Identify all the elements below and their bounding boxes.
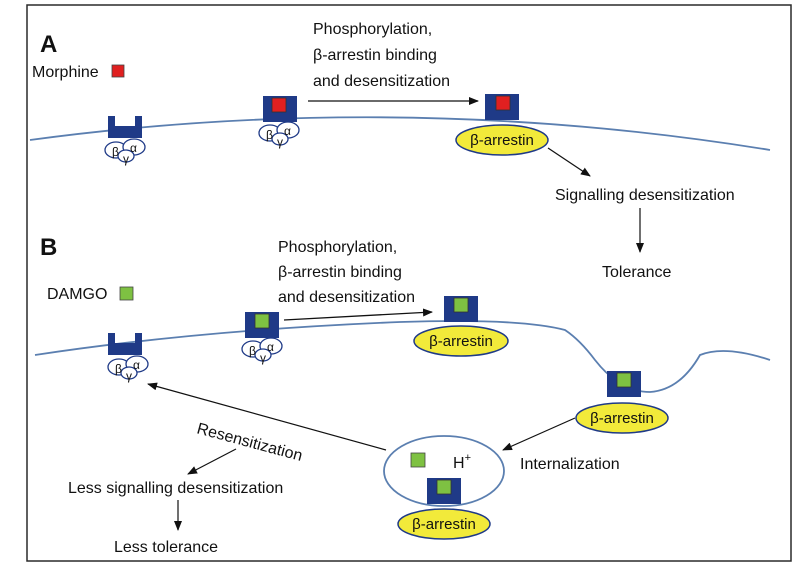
- panel-b: B DAMGO β α γ β α γ Phosphorylation, β-a…: [34, 234, 771, 556]
- arrestin-ellipse-b3: [397, 508, 491, 540]
- svg-text:α: α: [130, 141, 137, 155]
- arrestin-label-b3: β-arrestin: [412, 516, 476, 533]
- arrow-internalization: [502, 417, 576, 451]
- svg-text:β: β: [266, 128, 273, 142]
- morphine-legend-square: [111, 64, 125, 78]
- g-protein-a1: β α γ: [104, 138, 146, 166]
- step-line-1-b: Phosphorylation,: [278, 239, 397, 256]
- g-protein-a2: β α γ: [258, 121, 300, 149]
- svg-text:γ: γ: [123, 152, 129, 166]
- proton-label: H+: [453, 452, 471, 472]
- arrestin-label-a: β-arrestin: [470, 132, 534, 149]
- receptor-morphine-bound: [263, 96, 297, 122]
- step-line-3-a: and desensitization: [313, 73, 450, 90]
- panel-a: A Morphine β α γ β α γ Phosphorylation, …: [29, 21, 771, 281]
- panel-a-letter: A: [40, 31, 57, 58]
- less-signalling-label: Less signalling desensitization: [68, 480, 283, 497]
- svg-text:γ: γ: [126, 369, 132, 383]
- morphine-legend-label: Morphine: [32, 64, 99, 81]
- step-line-3-b: and desensitization: [278, 289, 415, 306]
- arrestin-label-b1: β-arrestin: [429, 333, 493, 350]
- svg-text:β: β: [249, 344, 256, 358]
- arrestin-label-b2: β-arrestin: [590, 410, 654, 427]
- g-protein-b2: β α γ: [241, 337, 283, 365]
- step-line-2-b: β-arrestin binding: [278, 264, 402, 281]
- arrow-to-less-signalling: [187, 448, 237, 475]
- receptor-arrestin-b1: [444, 296, 478, 322]
- step-line-2-a: β-arrestin binding: [313, 47, 437, 64]
- damgo-legend-label: DAMGO: [47, 286, 107, 303]
- panel-b-letter: B: [40, 234, 57, 261]
- g-protein-b1: β α γ: [107, 355, 149, 383]
- less-tolerance-label: Less tolerance: [114, 539, 218, 556]
- tolerance-label: Tolerance: [602, 264, 671, 281]
- svg-text:β: β: [112, 145, 119, 159]
- svg-text:γ: γ: [260, 351, 266, 365]
- free-damgo-square: [410, 452, 426, 468]
- signalling-desensitization-label: Signalling desensitization: [555, 187, 735, 204]
- svg-text:α: α: [284, 124, 291, 138]
- arrow-to-signalling-a: [547, 147, 591, 177]
- arrestin-ellipse-b2: [575, 402, 669, 434]
- internalization-label: Internalization: [520, 456, 620, 473]
- svg-text:β: β: [115, 362, 122, 376]
- arrow-desensitization-b: [283, 308, 433, 321]
- svg-text:γ: γ: [277, 135, 283, 149]
- damgo-legend-square: [119, 286, 134, 301]
- svg-text:α: α: [133, 358, 140, 372]
- step-line-1-a: Phosphorylation,: [313, 21, 432, 38]
- receptor-arrestin-b3: [427, 478, 461, 504]
- svg-text:α: α: [267, 340, 274, 354]
- receptor-damgo-bound: [245, 312, 279, 338]
- receptor-arrestin-a: [485, 94, 519, 120]
- arrestin-ellipse-a: [455, 124, 549, 156]
- receptor-arrestin-b2: [607, 371, 641, 397]
- arrow-resensitization: [147, 382, 387, 451]
- arrestin-ellipse-b1: [413, 325, 509, 357]
